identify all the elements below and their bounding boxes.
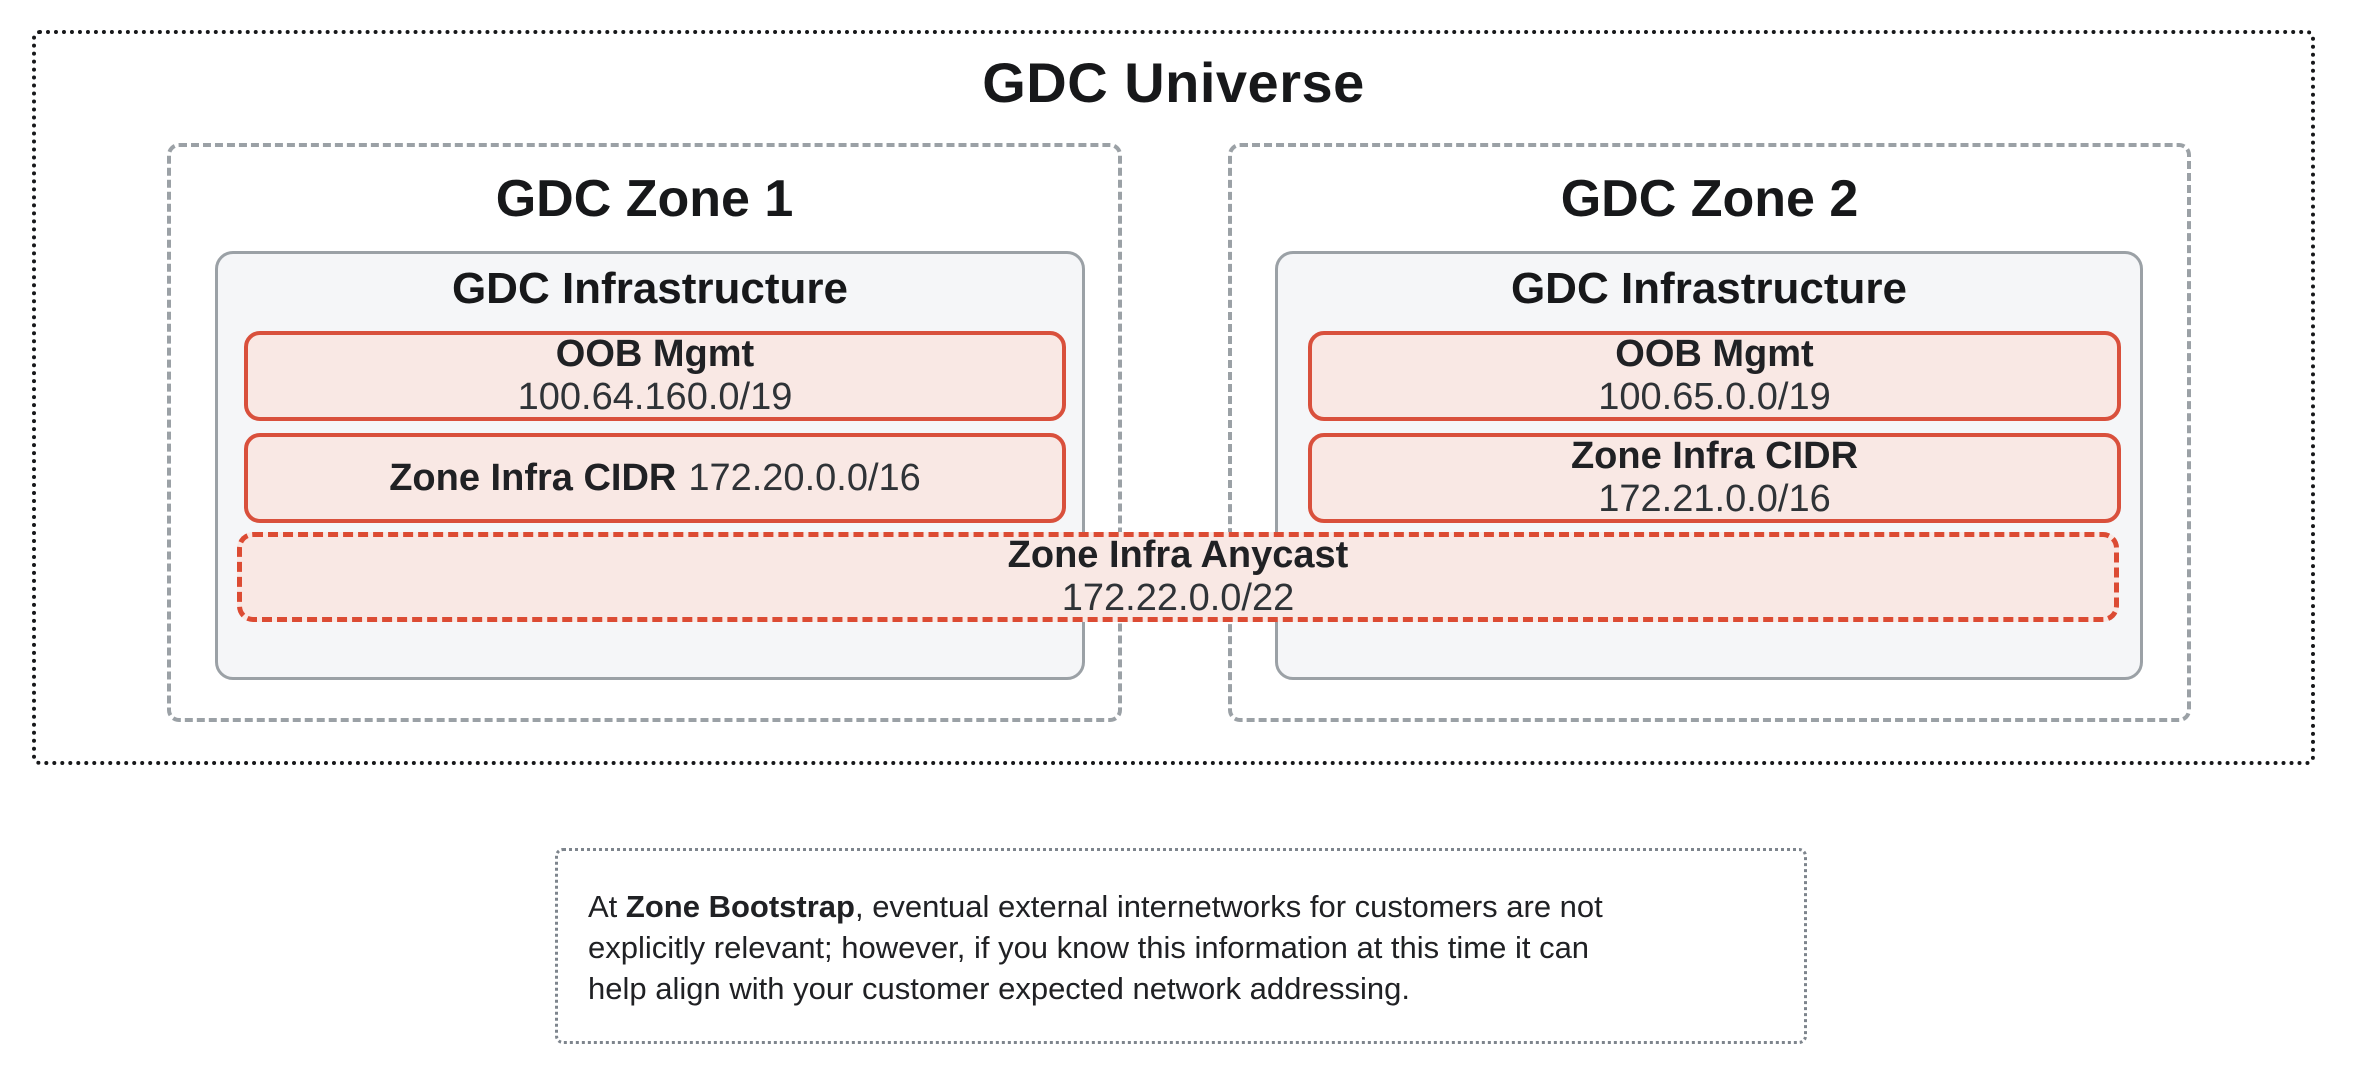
zone-infra-cidr-label: Zone Infra CIDR	[1570, 435, 1859, 477]
note-text: explicitly relevant; however, if you kno…	[588, 930, 1590, 965]
oob-mgmt-cidr-value: 100.64.160.0/19	[517, 376, 793, 418]
zone-1-infrastructure-title: GDC Infrastructure	[451, 264, 849, 313]
zone-infra-cidr-label: Zone Infra CIDR	[389, 456, 677, 499]
note-line: At Zone Bootstrap, eventual external int…	[588, 886, 1774, 927]
note-line: help align with your customer expected n…	[588, 968, 1774, 1009]
gdc-zone-2-box: GDC Zone 2 GDC Infrastructure OOB Mgmt 1…	[1228, 143, 2191, 722]
zone-1-infra-cidr-box: Zone Infra CIDR 172.20.0.0/16	[244, 433, 1066, 523]
zone-infra-anycast-box: Zone Infra Anycast 172.22.0.0/22	[237, 532, 2119, 622]
zone-2-title: GDC Zone 2	[1560, 170, 1859, 228]
oob-mgmt-label: OOB Mgmt	[555, 333, 755, 375]
zone-infra-cidr-value: 172.21.0.0/16	[1598, 478, 1831, 520]
note-bold-text: Zone Bootstrap	[625, 889, 855, 924]
gdc-universe-box: GDC Universe GDC Zone 1 GDC Infrastructu…	[32, 30, 2315, 765]
zone-infra-anycast-label: Zone Infra Anycast	[1007, 534, 1349, 576]
note-text: help align with your customer expected n…	[588, 971, 1410, 1006]
oob-mgmt-label: OOB Mgmt	[1615, 333, 1814, 375]
zone-1-title: GDC Zone 1	[495, 170, 794, 228]
zone-1-oob-mgmt-box: OOB Mgmt 100.64.160.0/19	[244, 331, 1066, 421]
zone-bootstrap-note-box: At Zone Bootstrap, eventual external int…	[555, 848, 1807, 1044]
zone-2-infrastructure-title: GDC Infrastructure	[1510, 264, 1908, 313]
note-line: explicitly relevant; however, if you kno…	[588, 927, 1774, 968]
zone-2-oob-mgmt-box: OOB Mgmt 100.65.0.0/19	[1308, 331, 2121, 421]
universe-title: GDC Universe	[982, 51, 1365, 114]
note-text: , eventual external internetworks for cu…	[854, 889, 1603, 924]
zone-2-infra-cidr-box: Zone Infra CIDR 172.21.0.0/16	[1308, 433, 2121, 523]
oob-mgmt-cidr-value: 100.65.0.0/19	[1598, 376, 1831, 418]
gdc-zone-1-box: GDC Zone 1 GDC Infrastructure OOB Mgmt 1…	[167, 143, 1122, 722]
zone-infra-cidr-value: 172.20.0.0/16	[688, 456, 921, 499]
note-text: At	[588, 889, 626, 924]
zone-infra-anycast-value: 172.22.0.0/22	[1061, 577, 1295, 619]
